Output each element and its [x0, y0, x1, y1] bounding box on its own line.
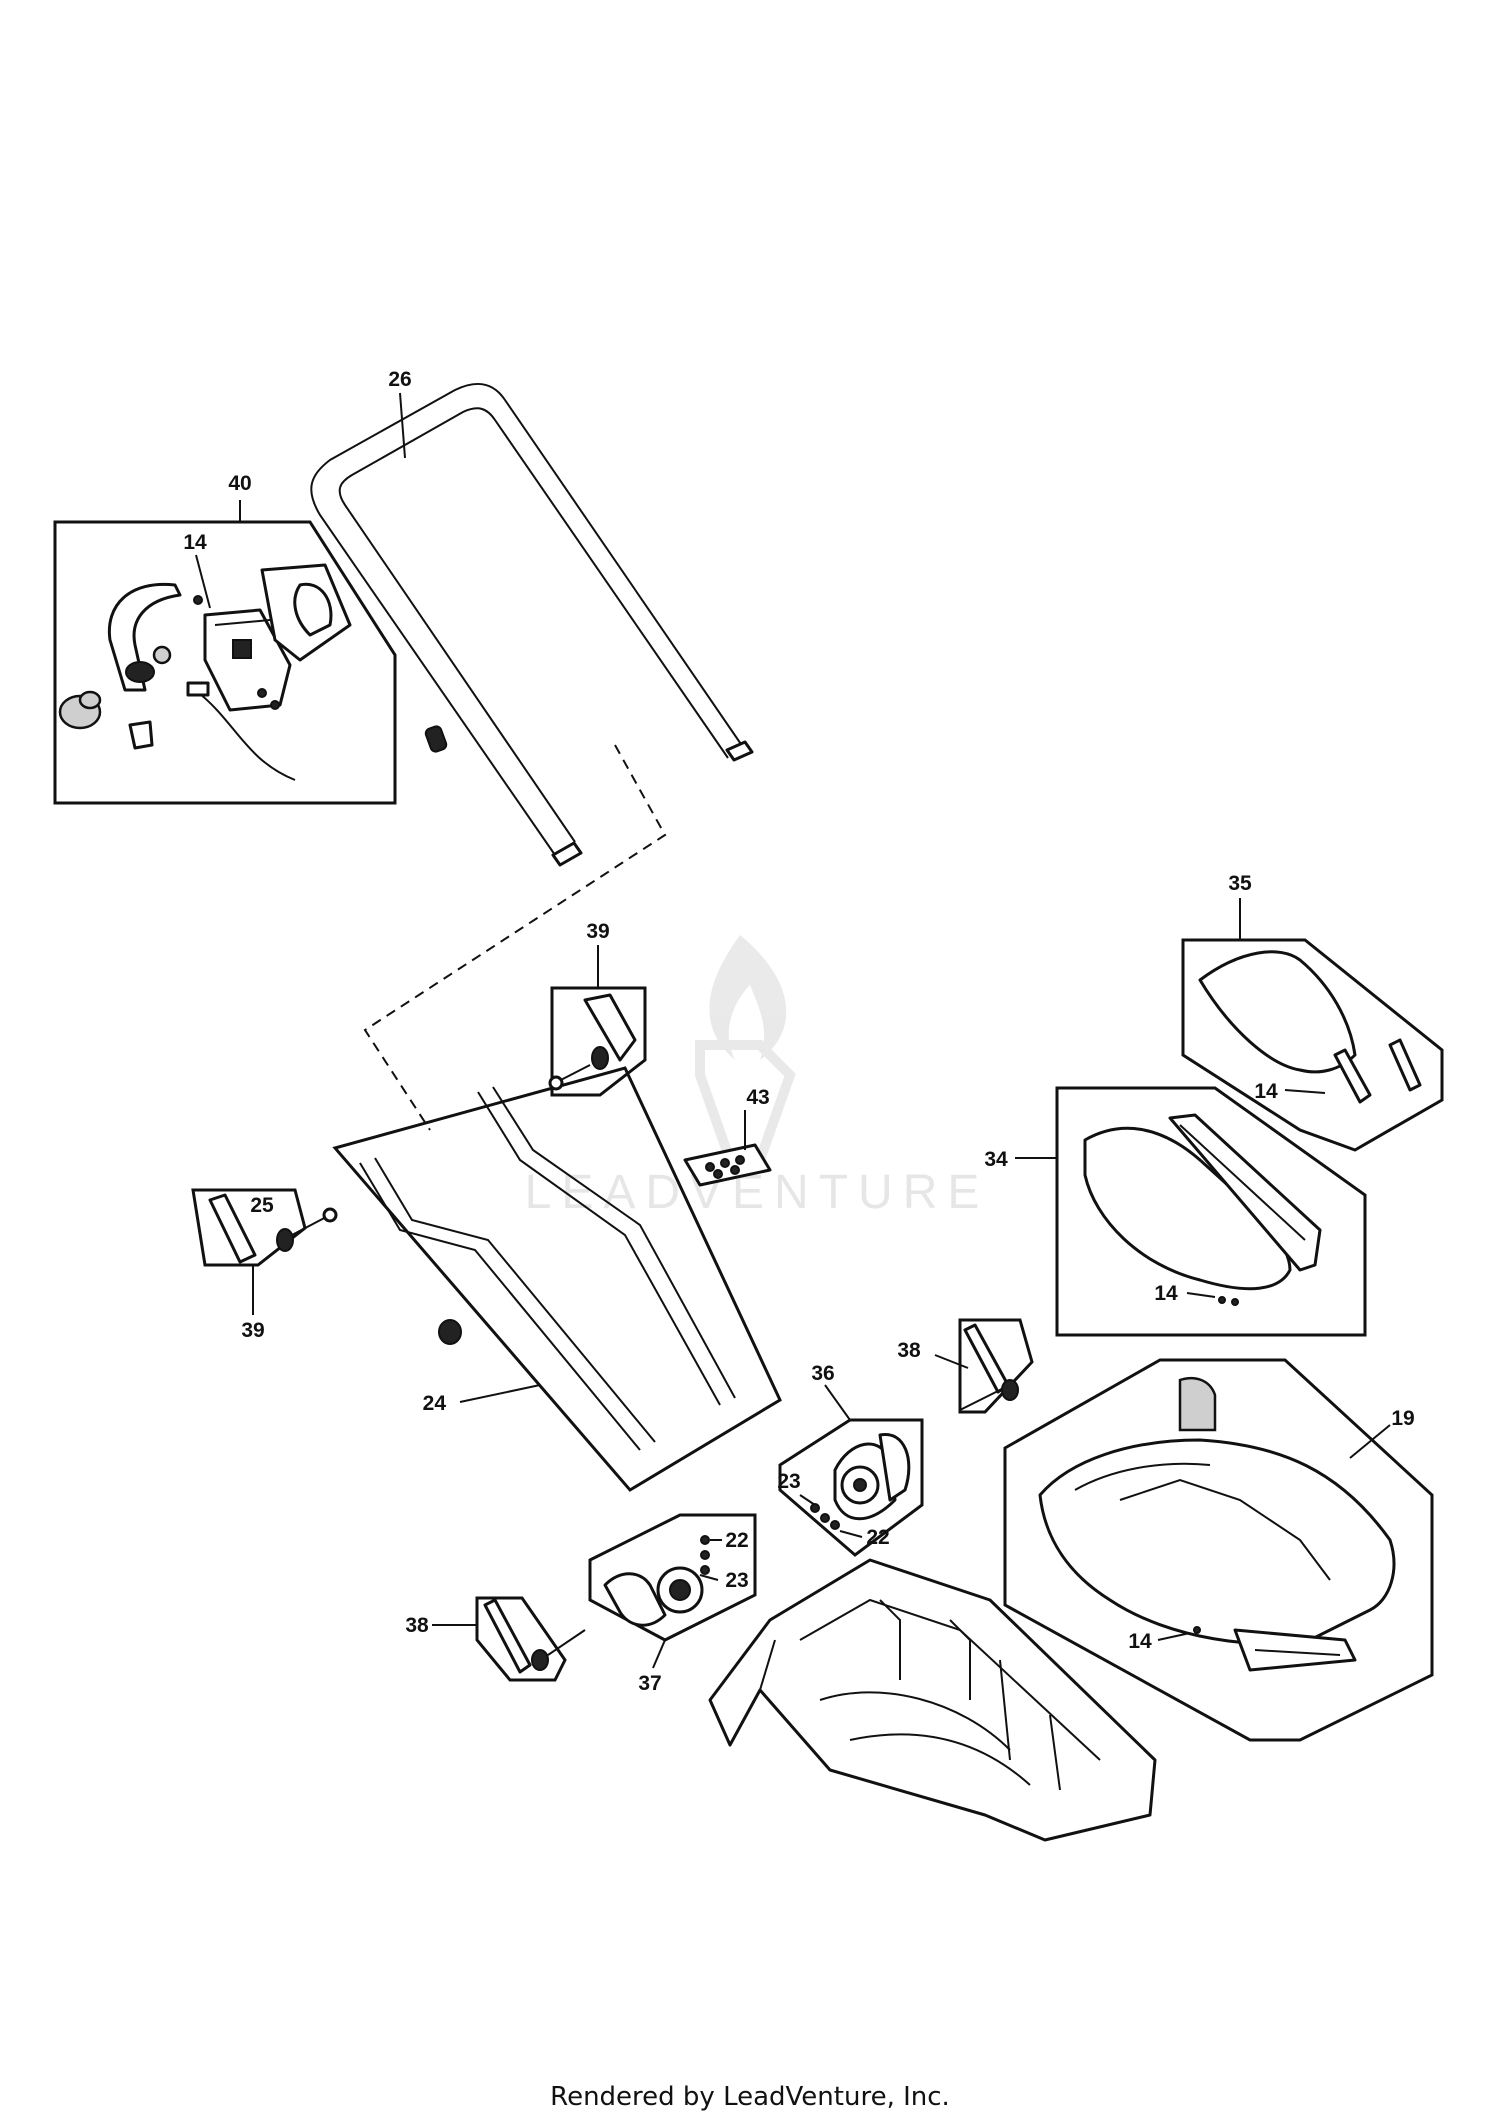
lower-handle-box [332, 1066, 782, 1492]
handle-knob-upper-box [548, 986, 647, 1097]
handle-control-assembly-box [53, 500, 397, 805]
callout-23-lower: 23 [725, 1569, 748, 1592]
callout-22-upper: 22 [866, 1526, 889, 1549]
callout-43: 43 [746, 1086, 769, 1109]
callout-14-handle: 14 [183, 531, 207, 554]
handle-knob-left-box [191, 1188, 338, 1267]
callout-36: 36 [811, 1362, 834, 1385]
callout-39-left: 39 [241, 1319, 264, 1342]
callout-26: 26 [388, 368, 411, 391]
callout-14-cover: 14 [1254, 1080, 1278, 1103]
grass-box-cover-box [1181, 938, 1444, 1152]
callout-23-upper: 23 [777, 1470, 800, 1493]
callout-39-upper: 39 [586, 920, 609, 943]
callout-35: 35 [1228, 872, 1252, 895]
callout-22-lower: 22 [725, 1529, 748, 1552]
mower-deck-part [708, 1558, 1157, 1842]
callout-24: 24 [423, 1392, 447, 1415]
callout-38-lower: 38 [405, 1614, 429, 1637]
watermark: LEADVENTURE [525, 935, 979, 1219]
footer-credit: Rendered by LeadVenture, Inc. [550, 2082, 950, 2112]
grass-box-shroud-box [1055, 1086, 1367, 1337]
upper-handle-part [310, 382, 754, 867]
callout-38-upper: 38 [897, 1339, 921, 1362]
callout-25: 25 [250, 1194, 274, 1217]
hardware-bag-part [683, 1143, 772, 1187]
callout-37: 37 [638, 1672, 661, 1695]
callout-34: 34 [984, 1148, 1008, 1171]
height-adjust-lever-lower-box [475, 1596, 586, 1682]
wheel-assembly-37-box [588, 1513, 757, 1642]
callout-19: 19 [1391, 1407, 1414, 1430]
callout-14-body: 14 [1128, 1630, 1152, 1653]
height-adjust-lever-upper-box [958, 1318, 1034, 1414]
callout-40: 40 [228, 472, 251, 495]
motor-cover-box [1003, 1358, 1434, 1742]
callout-14-shroud: 14 [1154, 1282, 1178, 1305]
